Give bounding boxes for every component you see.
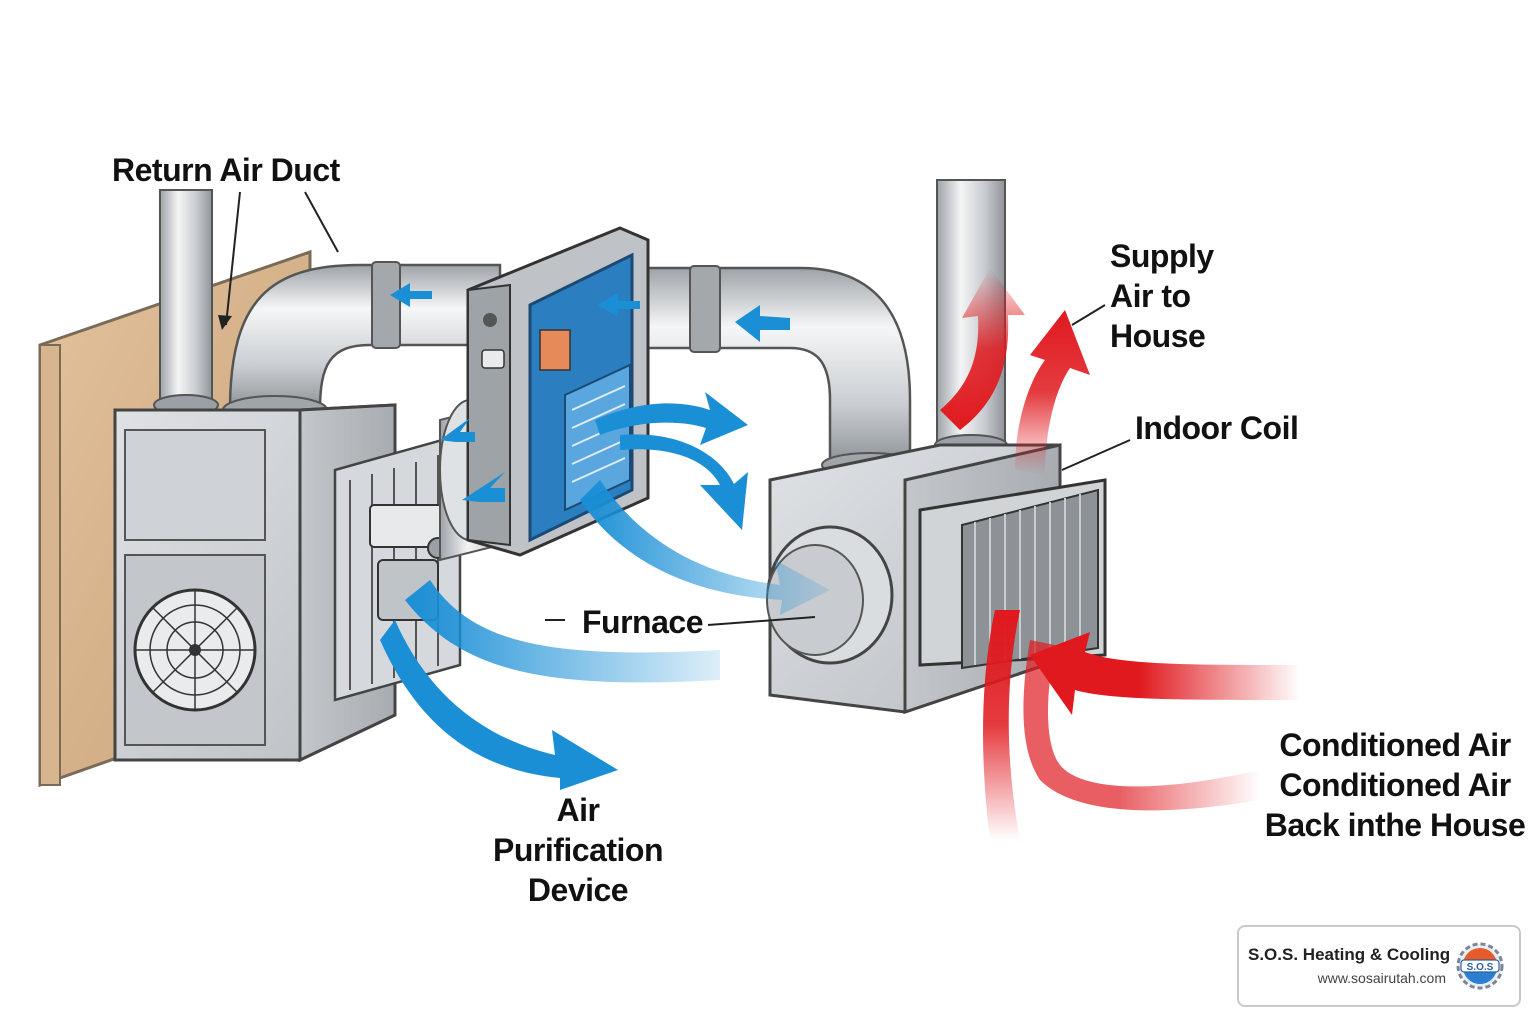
fan-icon [133,588,257,712]
air-purification-unit [113,403,462,763]
indoor-coil-unit [766,443,1107,715]
purification-output-arrow [380,620,618,790]
label-supply-line-2: Air to [1110,278,1191,314]
label-furnace: Furnace [582,604,703,640]
label-conditioned-line-1: Conditioned Air [1279,727,1511,763]
label-purification-line-1: Air Purification [492,792,664,868]
return-air-arrows [390,283,790,530]
furnace-to-coil-flow [580,480,830,615]
label-supply-line-3: House [1110,318,1206,354]
logo-text: S.O.S [1467,962,1494,973]
label-indoor-coil: Indoor Coil [1135,410,1299,446]
leader-lines [225,191,1131,626]
furnace [466,226,650,557]
label-supply-line-1: Supply [1110,238,1214,274]
label-supply-air: Supply Air to House [1110,236,1214,356]
supply-air-arrows [940,268,1300,840]
lower-blue-flow [405,580,720,683]
brand-badge[interactable]: S.O.S. Heating & Cooling www.sosairutah.… [1237,925,1521,1007]
brand-name: S.O.S. Heating & Cooling [1248,945,1451,964]
label-conditioned-line-3: Back inthe House [1264,807,1526,843]
label-air-purification: Air Purification Device [472,790,684,910]
label-return-air-duct: Return Air Duct [112,152,340,188]
leader-arrowhead [218,315,232,330]
label-conditioned-air: Conditioned Air Conditioned Air Back int… [1262,725,1528,845]
brand-url[interactable]: www.sosairutah.com [1317,970,1446,986]
sos-logo-icon: S.O.S [1456,942,1504,990]
left-vertical-pipe [153,189,219,416]
label-conditioned-line-2: Conditioned Air [1279,767,1511,803]
label-purification-line-2: Device [527,872,629,908]
